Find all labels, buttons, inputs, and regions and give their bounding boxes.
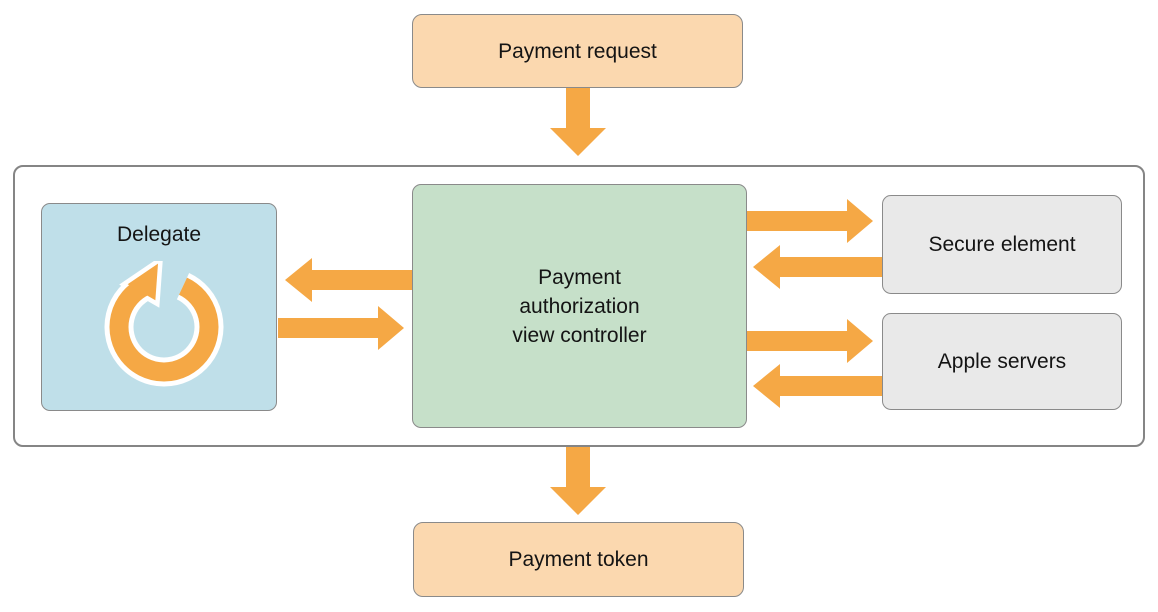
circular-arrow-icon — [104, 261, 224, 387]
arrow-controller-to-apple-servers-icon — [747, 319, 873, 363]
node-delegate: Delegate — [41, 203, 277, 411]
node-secure-element: Secure element — [882, 195, 1122, 294]
node-payment-request: Payment request — [412, 14, 743, 88]
node-apple-servers-label: Apple servers — [937, 350, 1067, 373]
arrow-controller-to-delegate-icon — [285, 258, 412, 302]
node-payment-token-label: Payment token — [508, 548, 649, 571]
arrow-apple-servers-to-controller-icon — [753, 364, 882, 408]
arrow-delegate-to-controller-icon — [278, 306, 404, 350]
node-delegate-label: Delegate — [116, 223, 202, 246]
node-payment-token: Payment token — [413, 522, 744, 597]
node-secure-element-label: Secure element — [928, 233, 1076, 256]
arrow-controller-to-payment-token-icon — [550, 447, 606, 515]
arrow-secure-element-to-controller-icon — [753, 245, 882, 289]
node-payment-request-label: Payment request — [498, 39, 657, 63]
arrow-controller-to-secure-element-icon — [747, 199, 873, 243]
arrow-payment-request-to-controller-icon — [550, 88, 606, 156]
node-payment-authorization-view-controller: Payment authorization view controller — [412, 184, 747, 428]
node-controller-label: Payment authorization view controller — [512, 265, 647, 347]
node-apple-servers: Apple servers — [882, 313, 1122, 410]
